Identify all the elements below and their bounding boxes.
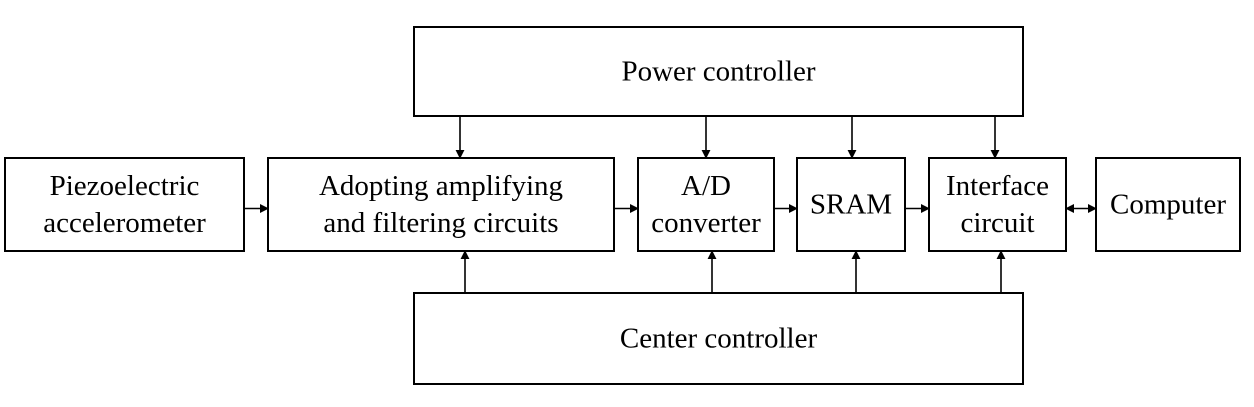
computer-block-label-line-1: Computer — [1110, 189, 1226, 221]
power-controller-block-label-line-1: Power controller — [621, 56, 815, 88]
interface-circuit-block: Interface circuit — [928, 157, 1067, 252]
connections-layer — [244, 116, 1097, 293]
ad-converter-block: A/D converter — [637, 157, 775, 252]
ad-converter-block-frame — [637, 157, 775, 252]
amplifying-filtering-block-frame — [267, 157, 615, 252]
piezoelectric-accelerometer-block-frame — [4, 157, 245, 252]
center-controller-block-frame — [413, 292, 1024, 385]
ad-converter-block-label-line-1: A/D — [681, 170, 731, 202]
piezoelectric-accelerometer-block: Piezoelectric accelerometer — [4, 157, 245, 252]
center-controller-block-label-line-1: Center controller — [620, 323, 818, 355]
power-controller-block-frame — [413, 26, 1024, 117]
sram-block-frame — [796, 157, 906, 252]
amplifying-filtering-block-label-line-2: and filtering circuits — [323, 207, 558, 239]
interface-circuit-block-frame — [928, 157, 1067, 252]
interface-circuit-block-label-line-1: Interface — [946, 170, 1049, 202]
computer-block-frame — [1095, 157, 1241, 252]
computer-block: Computer — [1095, 157, 1241, 252]
amplifying-filtering-block: Adopting amplifying and filtering circuit… — [267, 157, 615, 252]
center-controller-block: Center controller — [413, 292, 1024, 385]
sram-block: SRAM — [796, 157, 906, 252]
amplifying-filtering-block-label-line-1: Adopting amplifying — [319, 170, 563, 202]
interface-circuit-block-label-line-2: circuit — [960, 207, 1034, 239]
piezoelectric-accelerometer-block-label-line-1: Piezoelectric — [50, 170, 200, 202]
sram-block-label-line-1: SRAM — [810, 189, 892, 221]
power-controller-block: Power controller — [413, 26, 1024, 117]
ad-converter-block-label-line-2: converter — [651, 207, 761, 239]
piezoelectric-accelerometer-block-label-line-2: accelerometer — [43, 207, 206, 239]
